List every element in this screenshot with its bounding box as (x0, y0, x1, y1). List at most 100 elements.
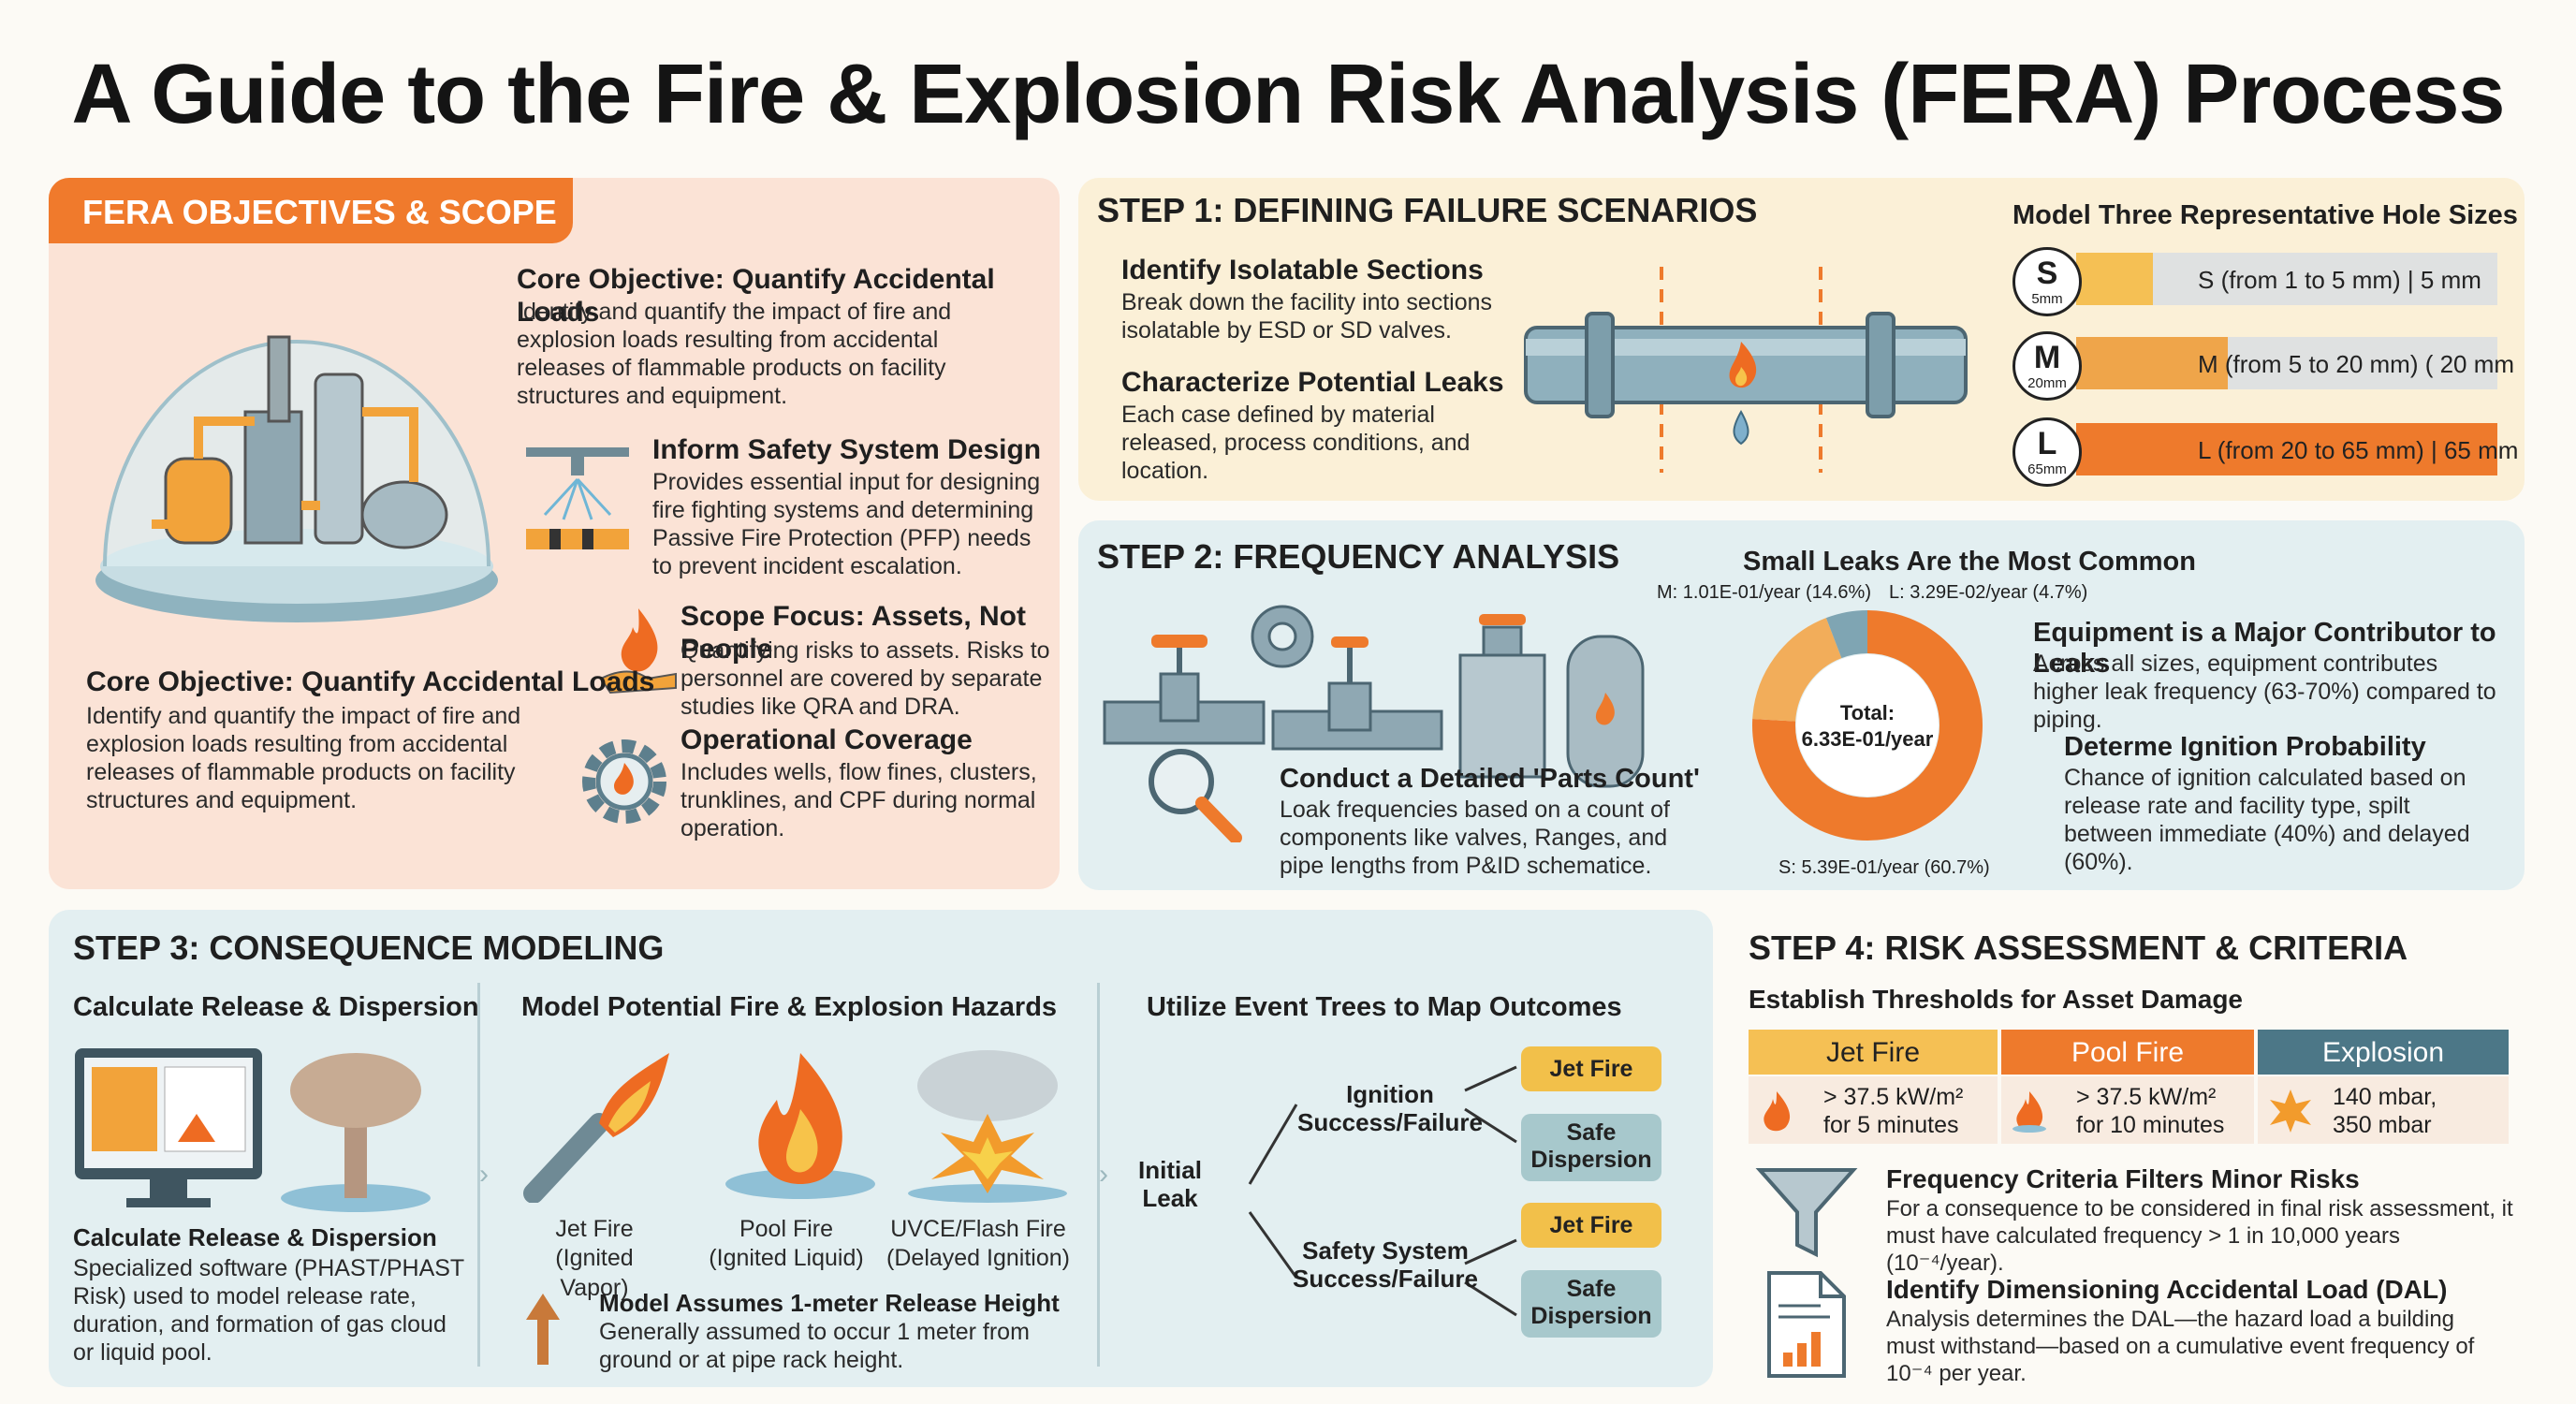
donut-center: Total: 6.33E-01/year (1793, 700, 1942, 752)
event-tree-title: Utilize Event Trees to Map Outcomes (1147, 992, 1622, 1022)
jet-fire-name: Jet Fire (555, 1216, 634, 1242)
donut-hole (1796, 654, 1939, 797)
ops-title: Operational Coverage (681, 724, 973, 755)
release-sub-title: Calculate Release & Dispersion (73, 1223, 437, 1251)
frequency-criteria-title: Frequency Criteria Filters Minor Risks (1886, 1164, 2360, 1193)
dal-title: Identify Dimensioning Accidental Load (D… (1886, 1275, 2448, 1304)
pool-threshold-value: > 37.5 kW/m² (2076, 1084, 2217, 1110)
components-icon (1103, 605, 1645, 842)
report-chart-icon (1767, 1271, 1846, 1378)
pool-fire-name: Pool Fire (739, 1216, 834, 1242)
isolate-title: Identify Isolatable Sections (1121, 255, 1484, 285)
hole-size-text: M (from 5 to 20 mm) ( 20 mm (2198, 350, 2515, 378)
tree-branch-ignition: Ignition Success/Failure (1297, 1080, 1483, 1136)
hazards-col-title: Model Potential Fire & Explosion Hazards (521, 992, 1058, 1022)
equipment-text: Across all sizes, equipment contributes … (2033, 651, 2496, 733)
outcome-safe-dispersion-2: Safe Dispersion (1521, 1270, 1661, 1338)
flame-hand-icon (599, 608, 677, 695)
hole-size-letter: S (2036, 256, 2058, 291)
jet-fire-icon (523, 1053, 669, 1203)
threshold-head-explosion: Explosion (2258, 1030, 2509, 1075)
hole-size-bar: S (from 1 to 5 mm) | 5 mm (2076, 253, 2497, 305)
hole-size-sub: 5mm (2031, 291, 2063, 307)
hole-size-fill (2076, 423, 2497, 475)
uvce-explosion-icon (908, 1050, 1067, 1203)
ignition-title: Determe Ignition Probability (2064, 732, 2426, 762)
scope-text: Quantifying risks to assets. Risks to pe… (681, 637, 1050, 720)
donut-label-s: S: 5.39E-01/year (60.7%) (1778, 857, 1990, 878)
outcome-jet-fire-1: Jet Fire (1521, 1046, 1661, 1091)
parts-text: Loak frequencies based on a count of com… (1280, 797, 1670, 879)
ignition-text: Chance of ignition calculated based on r… (2064, 765, 2470, 875)
leaks-text: Each case defined by material released, … (1121, 402, 1471, 484)
dal-text: Analysis determines the DAL—the hazard l… (1886, 1307, 2475, 1386)
step1-header: STEP 1: DEFINING FAILURE SCENARIOS (1097, 191, 1758, 229)
ops-text: Includes wells, flow fines, clusters, tr… (681, 759, 1037, 841)
hole-size-sub: 20mm (2027, 375, 2067, 391)
inform-text: Provides essential input for designing f… (652, 469, 1041, 579)
height-title: Model Assumes 1-meter Release Height (599, 1289, 1060, 1317)
holes-title: Model Three Representative Hole Sizes (2012, 200, 2518, 230)
refinery-dome-icon (95, 335, 498, 622)
jet-fire-sub: (Ignited Vapor) (555, 1245, 634, 1301)
donut-center-label: Total: (1839, 701, 1895, 724)
hole-size-bar: M (from 5 to 20 mm) ( 20 mm (2076, 337, 2514, 389)
isolate-text: Break down the facility into sections is… (1121, 289, 1493, 344)
sprinkler-icon (526, 447, 629, 549)
threshold-cell-explosion: 140 mbar, 350 mbar (2258, 1076, 2509, 1144)
hole-size-fill (2076, 337, 2228, 389)
threshold-cell-pool: > 37.5 kW/m² for 10 minutes (2001, 1076, 2254, 1144)
explosion-icon (2270, 1090, 2311, 1133)
tree-branch-safety: Safety System Success/Failure (1293, 1236, 1478, 1293)
uvce-label: UVCE/Flash Fire (Delayed Ignition) (885, 1215, 1072, 1274)
uvce-sub: (Delayed Ignition) (886, 1245, 1070, 1272)
explosion-threshold-value: 140 mbar, (2333, 1084, 2437, 1110)
threshold-head-pool: Pool Fire (2001, 1030, 2254, 1075)
leaking-pipe-icon (1524, 267, 1968, 473)
height-text: Generally assumed to occur 1 meter from … (599, 1319, 1030, 1373)
step3-divider-2 (1097, 983, 1100, 1367)
hole-size-text: L (from 20 to 65 mm) | 65 mm (2198, 436, 2519, 464)
up-arrow-icon (526, 1294, 560, 1365)
donut-title: Small Leaks Are the Most Common (1743, 547, 2196, 577)
scope-title: Scope Focus: Assets, Not People (681, 601, 1026, 665)
threshold-head-jet: Jet Fire (1749, 1030, 1998, 1075)
release-text: Specialized software (PHAST/PHAST Risk) … (73, 1255, 464, 1366)
outcome-jet-fire-2: Jet Fire (1521, 1203, 1661, 1248)
release-col-title: Calculate Release & Dispersion (73, 992, 479, 1022)
page-title: A Guide to the Fire & Explosion Risk Ana… (71, 48, 2506, 141)
hole-size-letter: M (2033, 340, 2061, 375)
frequency-criteria-text: For a consequence to be considered in fi… (1886, 1196, 2513, 1276)
donut-center-value: 6.33E-01/year (1801, 726, 1934, 751)
threshold-cell-jet: > 37.5 kW/m² for 5 minutes (1749, 1076, 1998, 1144)
core-objective-title-2: Core Objective: Quantify Accidental Load… (86, 666, 655, 697)
objectives-panel: FERA OBJECTIVES & SCOPE Core Objective: … (49, 178, 1060, 889)
outcome-safe-dispersion-1: Safe Dispersion (1521, 1114, 1661, 1181)
core-objective-text: Identify and quantify the impact of fire… (517, 299, 952, 409)
hole-size-letter: L (2037, 426, 2057, 461)
chevron-right-icon: › (479, 1159, 489, 1190)
step2-header: STEP 2: FREQUENCY ANALYSIS (1097, 537, 1620, 576)
uvce-name: UVCE/Flash Fire (890, 1216, 1066, 1242)
chevron-right-icon-2: › (1099, 1159, 1108, 1190)
explosion-threshold-value-2: 350 mbar (2333, 1112, 2432, 1138)
core-objective-text-2: Identify and quantify the impact of fire… (86, 703, 521, 813)
computer-plume-icon (75, 1048, 431, 1212)
step3-divider-1 (477, 983, 480, 1367)
jet-threshold-time: for 5 minutes (1823, 1112, 1959, 1138)
inform-title: Inform Safety System Design (652, 434, 1042, 465)
parts-title: Conduct a Detailed 'Parts Count' (1280, 764, 1700, 794)
pool-fire-icon (725, 1053, 875, 1199)
hole-size-sub: 65mm (2027, 461, 2067, 477)
thresholds-title: Establish Thresholds for Asset Damage (1749, 985, 2243, 1014)
hole-size-text: S (from 1 to 5 mm) | 5 mm (2198, 266, 2481, 294)
leaks-title: Characterize Potential Leaks (1121, 367, 1504, 398)
tree-root: Initial Leak (1138, 1156, 1202, 1212)
donut-slice-l (1752, 610, 1983, 841)
pool-flame-icon (2012, 1091, 2046, 1133)
step3-header: STEP 3: CONSEQUENCE MODELING (73, 929, 665, 967)
